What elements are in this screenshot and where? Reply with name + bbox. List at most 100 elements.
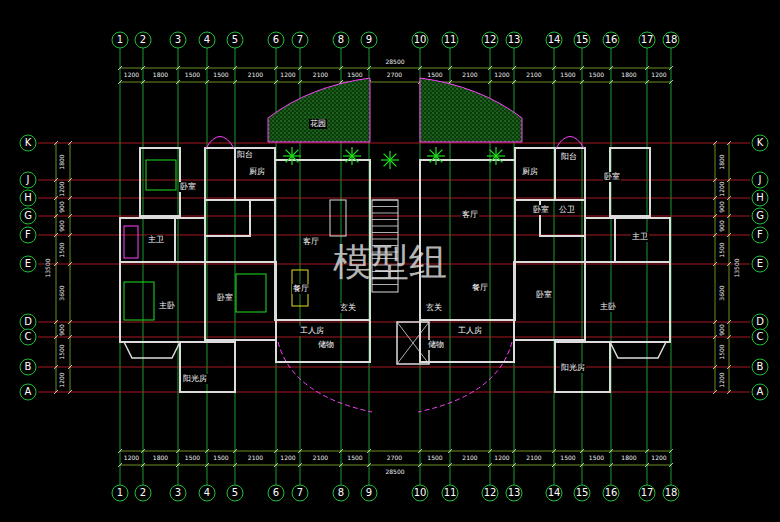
axis-bubble [170, 32, 186, 48]
axis-bubble [112, 32, 128, 48]
plant [435, 147, 436, 156]
dimension: 1500 [185, 455, 200, 461]
room-wall [420, 320, 514, 362]
dim-tick [68, 214, 72, 218]
axis-bubble [20, 227, 36, 243]
axis-bubble [752, 208, 768, 224]
axis-bubble [333, 485, 349, 501]
axis-bubble [639, 485, 655, 501]
dim-tick [727, 214, 731, 218]
stair-step [372, 206, 398, 207]
grid-axis [38, 180, 750, 181]
axis-number: 14 [548, 488, 561, 498]
axis-bubble [20, 256, 36, 272]
room-label: 储物 [317, 340, 335, 350]
dim-tick [176, 80, 180, 84]
room-wall [175, 218, 205, 262]
axis-number: 16 [605, 35, 618, 45]
stair-step [372, 239, 398, 240]
axis-bubble [752, 172, 768, 188]
plant [390, 160, 396, 166]
dim-tick [727, 365, 731, 369]
room-wall [276, 320, 370, 362]
axis-number: 3 [175, 35, 181, 45]
stair-step [372, 284, 398, 285]
room-wall [515, 148, 555, 200]
dim-tick [713, 178, 717, 182]
axis-bubble [442, 485, 458, 501]
dimension: 1800 [153, 72, 168, 78]
grid-axis [582, 48, 583, 486]
plant [343, 155, 352, 156]
dim-tick [669, 449, 673, 453]
dim-tick [141, 66, 145, 70]
plant [430, 156, 436, 162]
dim-tick [645, 80, 649, 84]
axis-letter: B [757, 362, 764, 372]
axis-bubble [292, 32, 308, 48]
dimension: 1500 [347, 455, 362, 461]
stair-step [372, 232, 398, 233]
dim-tick [68, 262, 72, 266]
grid-axis [38, 143, 750, 144]
plant [389, 160, 390, 169]
bed [124, 282, 154, 320]
axis-bubble [639, 32, 655, 48]
plant [291, 156, 292, 165]
axis-number: 2 [140, 35, 146, 45]
plant [496, 156, 502, 162]
plant [381, 159, 390, 160]
garden [268, 78, 370, 142]
room-wall [120, 262, 205, 342]
dimension-total: 13500 [734, 258, 740, 277]
dimension: 3600 [719, 285, 725, 300]
dimension-line [120, 68, 671, 69]
dimension-total: 28500 [385, 469, 404, 475]
dim-tick [176, 463, 180, 467]
dim-tick [727, 262, 731, 266]
plant [390, 159, 399, 160]
dimension-total: 28500 [385, 59, 404, 65]
axis-number: 7 [297, 35, 303, 45]
dim-tick [580, 80, 584, 84]
dimension: 1500 [347, 72, 362, 78]
axis-letter: J [27, 175, 30, 185]
dim-tick [609, 80, 613, 84]
dimension: 1200 [124, 72, 139, 78]
room-wall [555, 148, 585, 200]
dim-tick [727, 196, 731, 200]
axis-number: 15 [576, 35, 589, 45]
plant [286, 150, 292, 156]
axis-bubble [412, 485, 428, 501]
dim-tick [552, 463, 556, 467]
plant [352, 156, 358, 162]
balcony-arc [206, 137, 234, 149]
dim-tick [274, 66, 278, 70]
dim-tick [488, 66, 492, 70]
axis-number: 6 [273, 35, 279, 45]
dim-tick [205, 449, 209, 453]
plant [490, 156, 496, 162]
bed [236, 274, 266, 312]
dim-tick [713, 196, 717, 200]
dim-tick [233, 463, 237, 467]
axis-bubble [574, 485, 590, 501]
axis-letter: G [24, 211, 32, 221]
dimension: 2100 [526, 455, 541, 461]
dim-tick [552, 80, 556, 84]
grid-axis [143, 48, 144, 486]
dim-tick [713, 233, 717, 237]
grid-axis [235, 48, 236, 486]
dim-tick [339, 463, 343, 467]
plant [430, 150, 436, 156]
axis-number: 13 [508, 35, 521, 45]
dimension: 1500 [719, 344, 725, 359]
axis-number: 4 [204, 488, 210, 498]
dimension: 1500 [59, 242, 65, 257]
axis-bubble [361, 485, 377, 501]
garden [420, 78, 522, 142]
dimension-line [120, 451, 671, 452]
room-wall [205, 148, 235, 200]
plant [427, 155, 436, 156]
